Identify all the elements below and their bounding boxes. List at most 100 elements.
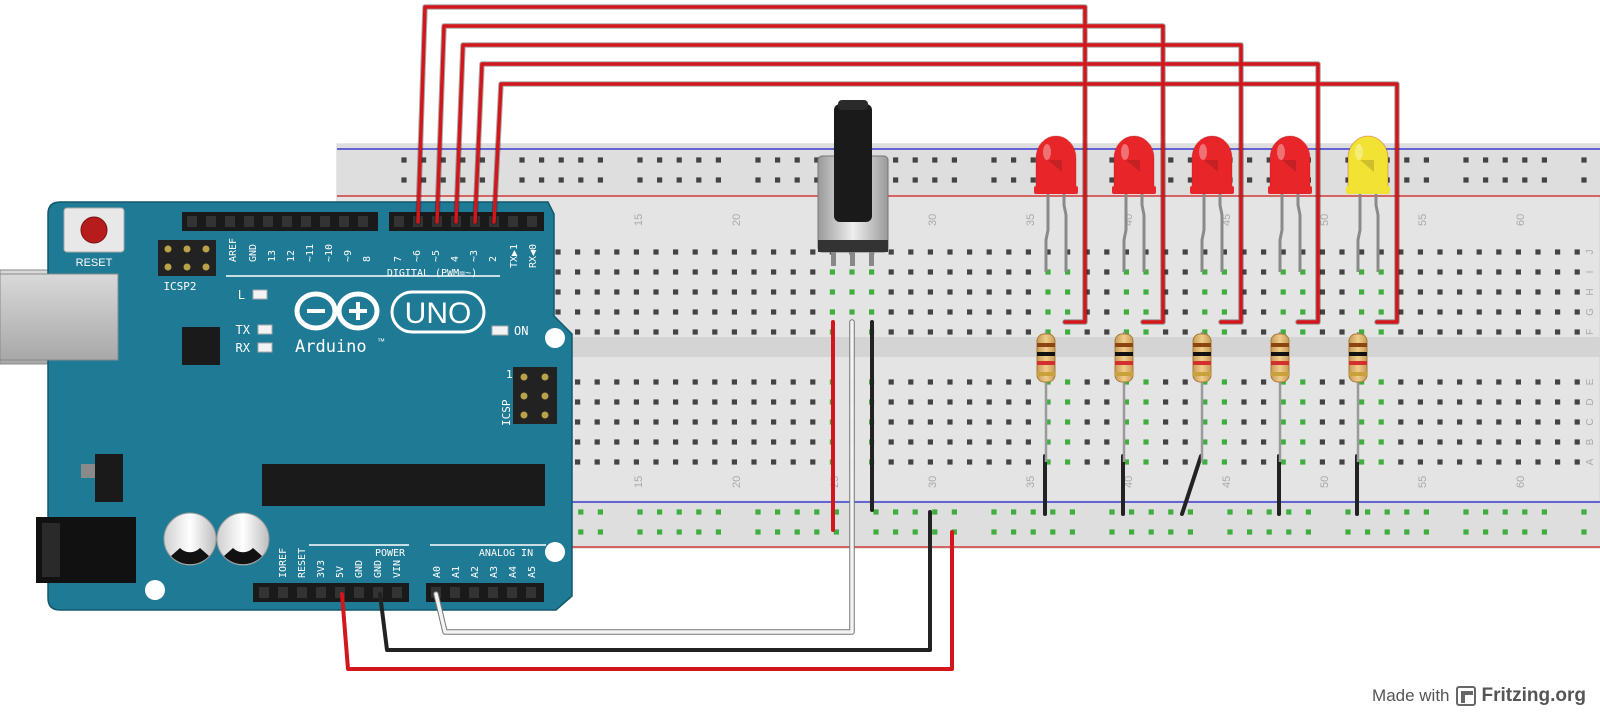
breadboard-hole [1123,399,1129,405]
breadboard-hole [1300,439,1306,445]
led-red[interactable] [1268,135,1312,272]
resistor-band [1271,372,1289,376]
breadboard-hole [927,399,933,405]
rail-hole [912,529,918,535]
voltage-regulator [95,454,123,502]
logo-ring-right [336,291,380,331]
rail-hole [1305,529,1311,535]
breadboard-hole [888,379,894,385]
breadboard-hole [1084,289,1090,295]
breadboard-hole [947,289,953,295]
potentiometer[interactable] [817,100,889,266]
row-letter: D [1585,398,1596,405]
breadboard-hole [1515,269,1521,275]
rail-hole [932,509,938,515]
resistor[interactable] [1348,332,1368,462]
power-label: POWER [375,548,406,559]
breadboard-hole [594,249,600,255]
pin-socket [526,587,536,598]
power-pin-labels: IOREF RESET 3V3 5V GND GND VIN [278,548,403,578]
breadboard-hole [731,309,737,315]
wire-pot-wiper-a0[interactable] [434,320,854,634]
resistor[interactable] [1036,332,1056,462]
breadboard-hole [731,329,737,335]
breadboard-hole [1417,329,1423,335]
potentiometer-knob[interactable] [834,104,872,222]
rail-hole [401,177,407,183]
wire-resistor3-gnd[interactable] [1180,454,1203,516]
rail-hole [715,177,721,183]
breadboard-hole [986,379,992,385]
breadboard-hole [790,459,796,465]
icsp2-pin [164,263,172,271]
resistor-band [1349,352,1367,356]
wire-pin4-led3[interactable] [454,43,1243,324]
rail-hole [873,529,879,535]
rail-hole [696,509,702,515]
power-pin-label: VIN [392,560,403,578]
row-letter: E [1585,378,1596,385]
led-anvil [1282,160,1296,172]
rail-hole [755,529,761,535]
icsp2-pin [202,263,210,271]
breadboard-hole [790,289,796,295]
breadboard-hole [1163,399,1169,405]
rail-hole [421,177,427,183]
breadboard-hole [731,419,737,425]
capacitor [163,512,217,566]
led-red[interactable] [1190,135,1234,272]
breadboard-hole [594,439,600,445]
breadboard-hole [633,379,639,385]
resistor[interactable] [1114,332,1134,462]
breadboard-hole [888,329,894,335]
rail-hole [912,177,918,183]
breadboard-hole [633,329,639,335]
arduino-logo-text: Arduino [295,337,367,357]
breadboard-hole [1065,309,1071,315]
rx-led-label: RX [236,341,251,355]
rail-hole [814,529,820,535]
wire-pin3-led4[interactable] [473,62,1320,324]
led-yellow[interactable] [1346,135,1390,272]
breadboard-hole [614,269,620,275]
led-leg [1278,190,1284,272]
breadboard-hole [1104,329,1110,335]
wire-pin6-led1[interactable] [416,5,1087,324]
led-leg [1200,190,1206,272]
breadboard-hole [869,309,875,315]
rail-hole [794,157,800,163]
wire-pin5-led2[interactable] [435,24,1165,324]
icsp2-label: ICSP2 [163,280,196,293]
led-red[interactable] [1034,135,1078,272]
resistor-band [1037,372,1055,376]
resistor[interactable] [1270,332,1290,462]
breadboard-hole [1006,309,1012,315]
breadboard-hole [1045,249,1051,255]
wire-pin2-led5[interactable] [492,82,1399,324]
breadboard-hole [1006,419,1012,425]
reset-button-cap[interactable] [80,216,108,244]
breadboard-hole [829,269,835,275]
resistor[interactable] [1192,332,1212,462]
rail-hole [539,177,545,183]
breadboard-hole [614,379,620,385]
led-red[interactable] [1112,135,1156,272]
breadboard-hole [1496,459,1502,465]
rail-hole [1522,509,1528,515]
pin-socket [508,216,518,227]
digital-pin-label: 2 [488,256,499,262]
breadboard-hole [1398,269,1404,275]
breadboard-hole [810,329,816,335]
digital-pin-label: GND [248,244,259,262]
wire-5v-rail[interactable] [340,530,954,671]
breadboard-hole [1437,439,1443,445]
wire-gnd-rail[interactable] [378,510,932,652]
breadboard-hole [1045,309,1051,315]
breadboard-hole [1378,309,1384,315]
breadboard-hole [810,419,816,425]
breadboard-hole [653,439,659,445]
breadboard-hole [1535,399,1541,405]
breadboard-hole [653,329,659,335]
breadboard-hole [1241,269,1247,275]
rail-hole [1011,509,1017,515]
